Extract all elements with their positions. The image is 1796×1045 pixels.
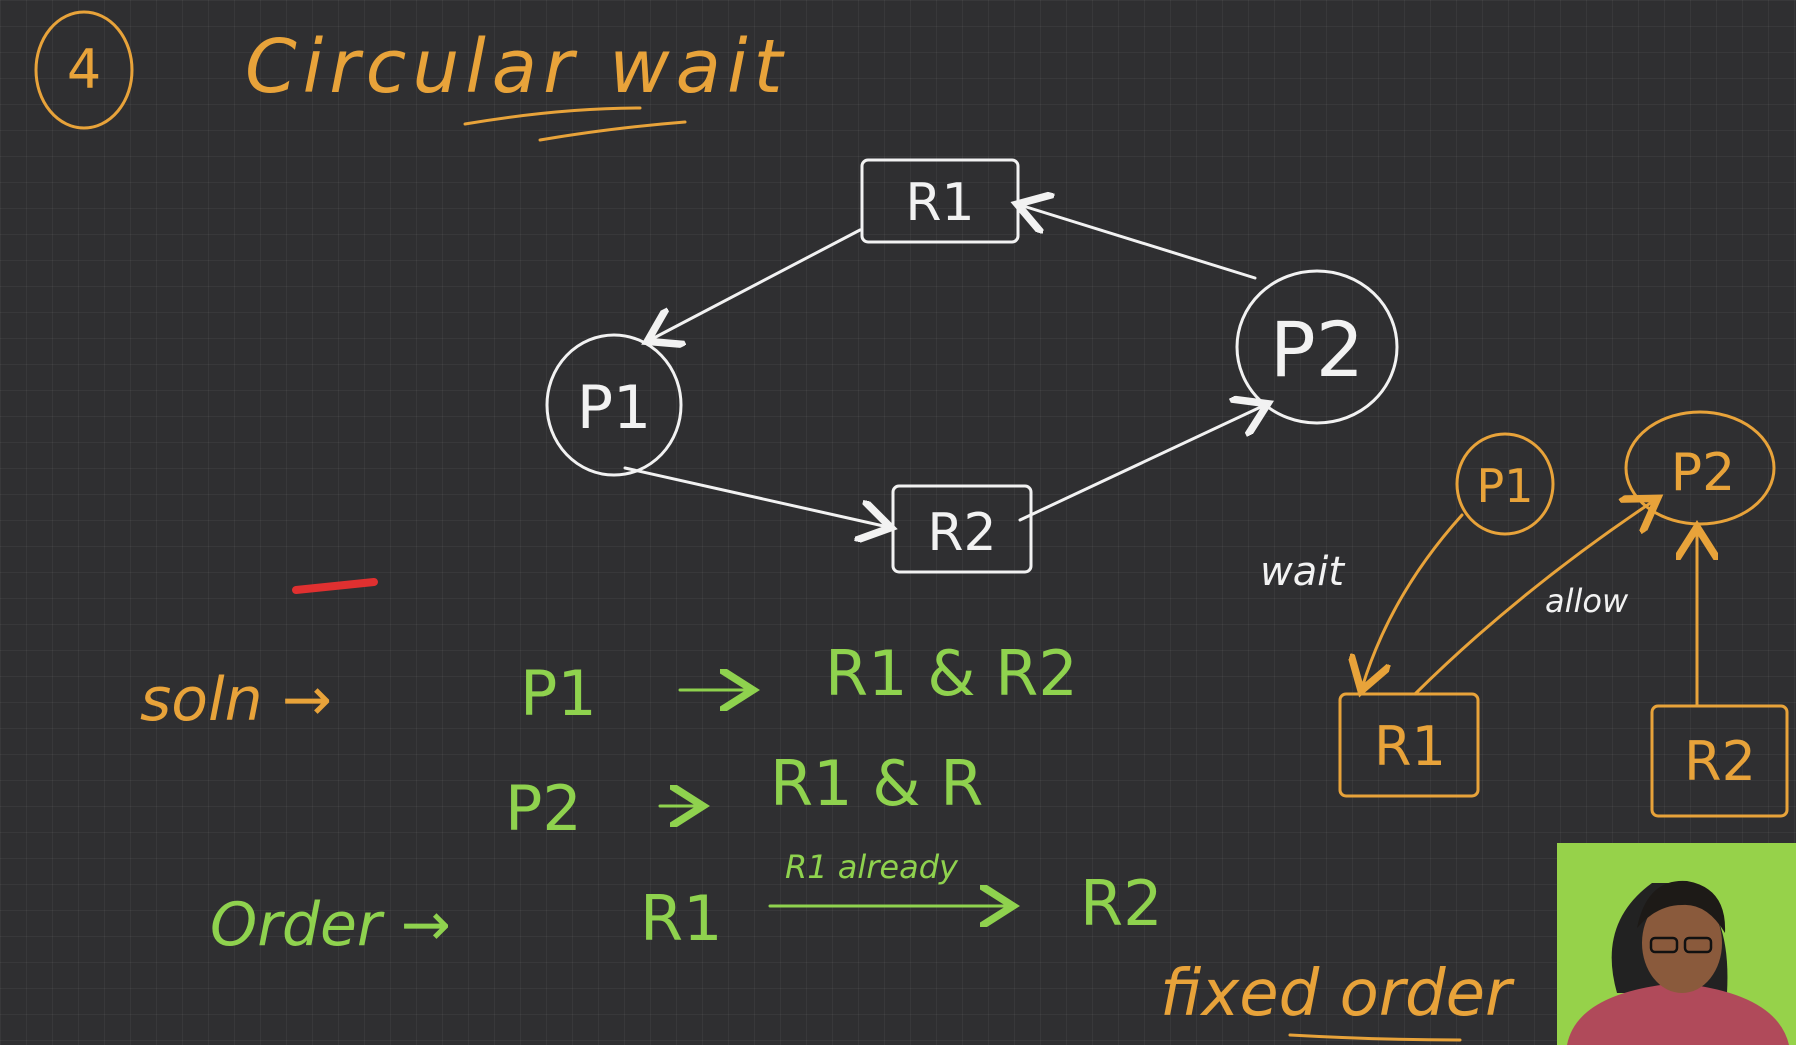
side-wait-label: wait: [1260, 549, 1345, 595]
side-r2-box: [1650, 704, 1789, 818]
presenter-shirt: [1567, 983, 1789, 1045]
main-r1-label: R1: [905, 173, 974, 233]
solution: soln → P1 R1 & R2 P2 R1 & R Order → R1 R…: [140, 637, 1515, 1042]
solution-line2-left: P2: [505, 772, 582, 845]
main-p2-circle: [1235, 269, 1399, 425]
main-graph: R1 R2 P1 P2: [545, 158, 1399, 574]
glasses-left: [1649, 936, 1679, 954]
side-graph: P1 P2 R1 R2 wait allow: [1260, 410, 1789, 818]
main-p2-label: P2: [1270, 305, 1364, 394]
fixed-order-underline: [1288, 1033, 1462, 1042]
side-edge-r1-to-p2: [1413, 500, 1655, 696]
red-laser-mark: [292, 578, 378, 594]
heading-number: 4: [67, 38, 101, 101]
edge-p1-to-r2: [623, 466, 888, 527]
main-p1-circle: [545, 333, 683, 477]
side-allow-label: allow: [1545, 582, 1629, 620]
solution-label: soln →: [140, 665, 332, 735]
main-p1-label: P1: [577, 373, 651, 443]
edge-p2-to-r1: [1020, 205, 1257, 280]
side-p1-circle: [1455, 432, 1555, 536]
presenter-image: [1557, 843, 1796, 1045]
side-p2-label: P2: [1671, 443, 1735, 503]
edge-r2-to-p2: [1018, 405, 1265, 522]
heading-title: Circular wait: [245, 24, 789, 110]
glasses-right: [1683, 936, 1713, 954]
order-arrow-note: R1 already: [785, 848, 959, 886]
side-r1-box: [1338, 692, 1480, 798]
side-p1-label: P1: [1476, 459, 1533, 513]
heading-underline-2: [538, 120, 687, 142]
heading-number-circle: [34, 10, 134, 130]
solution-line1-left: P1: [520, 657, 597, 730]
side-r1-label: R1: [1374, 715, 1446, 778]
side-edge-p1-to-r1: [1362, 513, 1464, 688]
heading-underline-1: [463, 106, 642, 126]
presenter-face: [1642, 893, 1722, 993]
solution-line2-right: R1 & R: [770, 747, 983, 820]
edge-r1-to-p1: [650, 228, 862, 340]
order-label: Order →: [210, 890, 451, 960]
order-from: R1: [640, 882, 723, 955]
webcam-overlay: [1557, 843, 1796, 1045]
fixed-order-label: fixed order: [1160, 957, 1515, 1031]
order-to: R2: [1080, 867, 1163, 940]
presenter-hair: [1637, 880, 1726, 933]
main-r2-label: R2: [927, 503, 996, 563]
solution-line1-right: R1 & R2: [825, 637, 1078, 710]
side-r2-label: R2: [1684, 730, 1756, 793]
heading: 4 Circular wait: [34, 10, 789, 142]
